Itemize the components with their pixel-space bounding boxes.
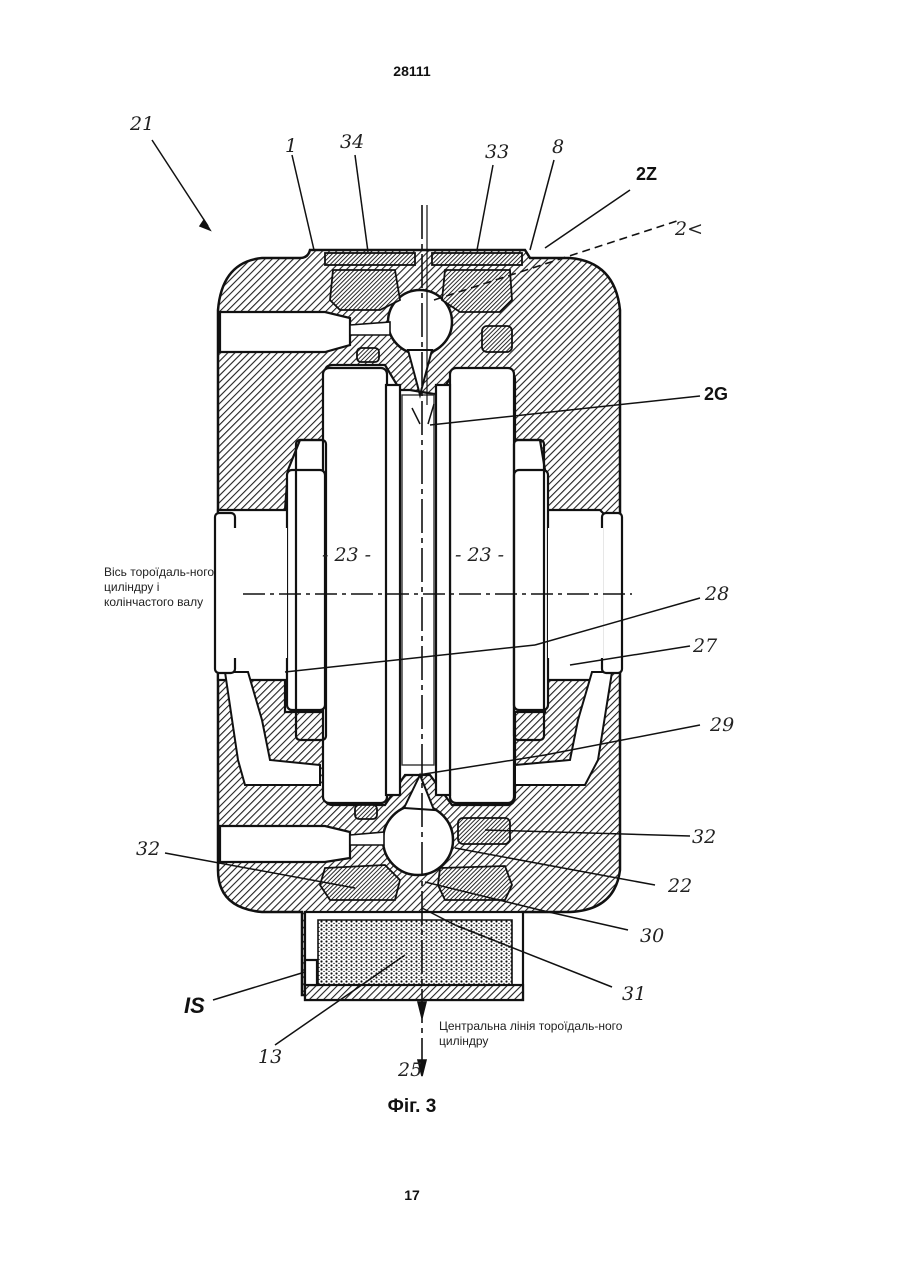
ref-IS: IS (184, 993, 205, 1018)
ref-22: 22 (667, 875, 692, 897)
ref-23-right: - 23 - (455, 544, 504, 566)
ref-32-left: 32 (136, 838, 160, 860)
ref-21: 21 (129, 113, 154, 135)
page-number: 17 (0, 1187, 824, 1203)
ref-29: 29 (709, 714, 734, 736)
ref-1: 1 (285, 135, 297, 157)
ref-25: 25 (397, 1059, 422, 1081)
ref-2K: 2< (674, 218, 703, 240)
ref-27: 27 (692, 635, 718, 657)
ref-8: 8 (552, 136, 564, 158)
ref-32-right: 32 (692, 826, 716, 848)
rotor-discs (287, 368, 548, 803)
centerline-annotation: Центральна лінія тороїдаль-ного циліндру (439, 1019, 639, 1049)
ref-2Z: 2Z (636, 164, 657, 184)
ref-28: 28 (704, 583, 729, 605)
ref-23-left: - 23 - (322, 544, 371, 566)
ref-30: 30 (640, 925, 664, 947)
figure-caption: Фіг. 3 (0, 1096, 824, 1118)
ref-34: 34 (340, 131, 364, 153)
axis-annotation: Вісь тороїдаль-ного циліндру і колінчаст… (104, 565, 214, 610)
ref-33: 33 (485, 141, 509, 163)
ref-31: 31 (622, 983, 646, 1005)
sump (305, 912, 523, 1000)
ref-13: 13 (258, 1046, 282, 1068)
ref-2G: 2G (704, 384, 728, 404)
